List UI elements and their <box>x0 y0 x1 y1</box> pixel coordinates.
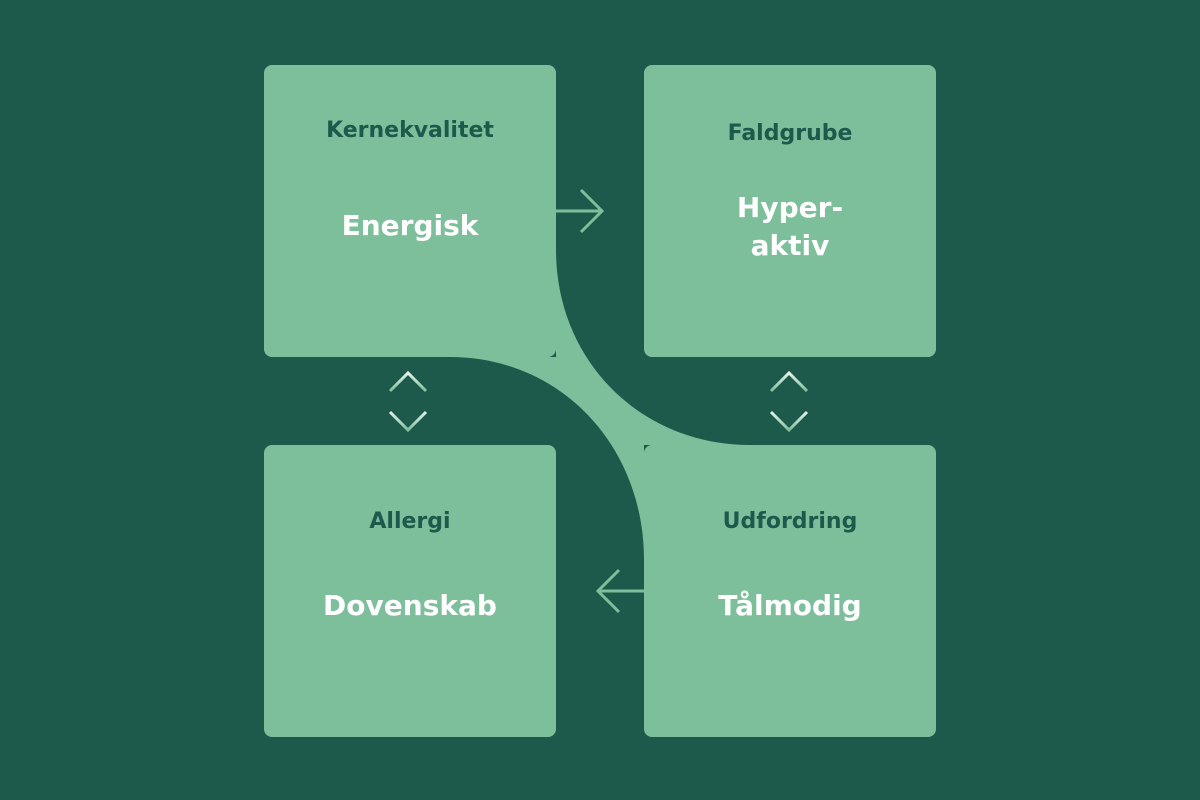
quadrant-pitfall: Faldgrube Hyper- aktiv <box>644 65 936 357</box>
quadrant-trait-label: Energisk <box>341 209 479 242</box>
quadrant-category-label: Allergi <box>369 509 451 534</box>
quadrant-trait-label: Tålmodig <box>718 589 862 622</box>
quadrant-category-label: Udfordring <box>722 509 858 534</box>
quadrant-category-label: Kernekvalitet <box>326 118 494 143</box>
quadrant-trait-label: Dovenskab <box>323 589 497 622</box>
quadrant-core-quality: Kernekvalitet Energisk <box>264 65 556 357</box>
quadrant-category-label: Faldgrube <box>727 121 853 146</box>
quadrant-challenge: Udfordring Tålmodig <box>644 445 936 737</box>
quadrant-allergy: Allergi Dovenskab <box>264 445 556 737</box>
quadrant-trait-label: Hyper- aktiv <box>736 191 844 262</box>
